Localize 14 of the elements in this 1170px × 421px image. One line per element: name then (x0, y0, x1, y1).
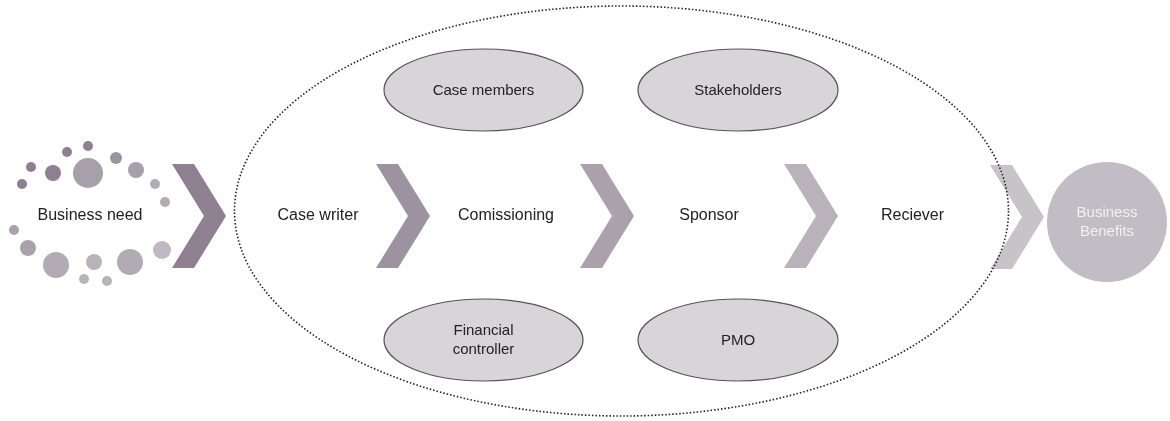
node-label: Financial controller (451, 321, 516, 359)
node-label: Business need (36, 205, 144, 225)
node-label: Stakeholders (693, 80, 783, 100)
chevron-arrow (376, 164, 430, 268)
chevron-arrow (784, 164, 838, 268)
node-label: PMO (719, 330, 757, 350)
node-label: Reciever (879, 205, 946, 225)
node-label: Comissioning (456, 205, 555, 225)
chevron-arrow (580, 164, 634, 268)
chevron-arrow (172, 164, 226, 268)
node-label: Sponsor (678, 205, 740, 225)
chevron-arrow (990, 165, 1044, 269)
node-label: Case members (431, 80, 536, 100)
node-label: Case writer (276, 205, 360, 225)
